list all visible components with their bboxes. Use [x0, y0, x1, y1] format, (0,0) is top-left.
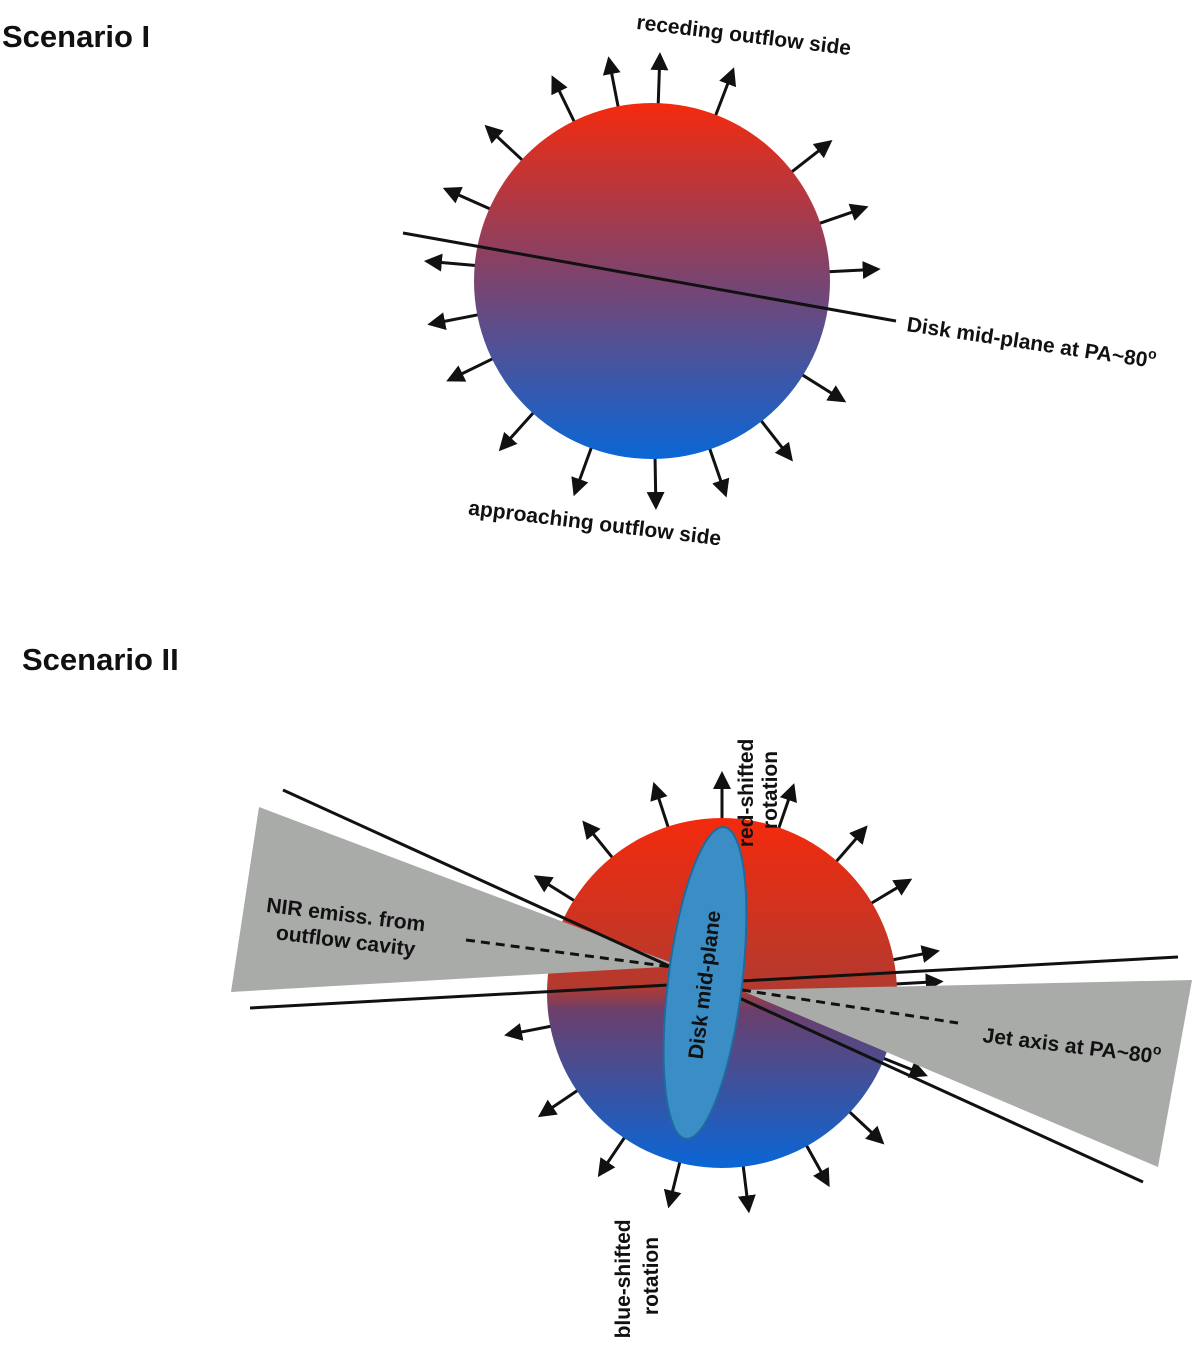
- scenario-2-outflow-arrow: [504, 1023, 555, 1041]
- scenario-1-degree-symbol: o: [1147, 345, 1158, 362]
- scenario-1-outflow-arrow: [712, 67, 737, 120]
- scenario-2-outflow-arrow: [533, 875, 578, 904]
- scenario-1-outflow-arrow: [602, 56, 621, 111]
- scenario-1-outflow-arrow: [650, 52, 669, 108]
- scenario-2-outflow-arrow: [889, 945, 940, 963]
- red-rotation-line-1: red-shifted: [735, 739, 758, 848]
- scenario-2-outflow-arrow: [867, 878, 913, 907]
- nir-outflow-cavity-cone: [231, 807, 680, 992]
- scenario-1-outflow-arrow: [825, 260, 881, 279]
- scenario-1-outflow-arrow: [442, 186, 494, 212]
- scenario-2-outflow-arrow: [663, 1158, 683, 1209]
- scenario-2-outflow-arrow: [537, 1087, 582, 1118]
- scenario-1-outflow-arrows: [423, 52, 881, 510]
- jet-axis-dashed-west: [465, 938, 673, 969]
- blue-rotation-line-1: blue-shifted: [612, 1219, 635, 1338]
- scenario-2-title: Scenario II: [22, 642, 179, 677]
- scenario-1-outflow-arrow: [798, 371, 847, 403]
- blue-rotation-label: blue-shifted rotation: [612, 1214, 663, 1339]
- scenario-2-outflow-arrow: [833, 825, 868, 865]
- scenario-1-outflow-arrow: [757, 417, 793, 462]
- scenario-1-outflow-arrow: [707, 445, 730, 498]
- jet-outflow-cone: [740, 980, 1192, 1167]
- scenario-1-outflow-arrow: [551, 75, 578, 126]
- scenario-2-outflow-arrow: [803, 1141, 830, 1188]
- scenario-1-outflow-arrow: [646, 454, 665, 510]
- red-rotation-line-2: rotation: [759, 751, 782, 829]
- scenario-1-disk-label: Disk mid-plane at PA~80o: [905, 309, 1158, 373]
- scenario-2-outflow-arrow: [776, 783, 797, 832]
- jet-axis-degree-symbol: o: [1152, 1041, 1162, 1058]
- scenario-1-outflow-arrow: [427, 312, 482, 331]
- scenario-1-disk-midplane-line: [402, 231, 897, 323]
- scenario-2-outflow-arrow: [846, 1108, 885, 1145]
- scenario-1-outflow-arrow: [446, 355, 497, 382]
- scenario-1-outflow-sphere: [474, 103, 830, 459]
- scenario-2-outflow-arrow: [737, 1162, 756, 1214]
- scenario-1-outflow-arrow: [423, 253, 479, 272]
- scenario-1-disk-label-text: Disk mid-plane at PA~80: [905, 313, 1149, 372]
- red-rotation-label: red-shifted rotation: [735, 733, 782, 847]
- scenario-2-outflow-arrow: [650, 781, 671, 831]
- scenario-1-outflow-arrow: [484, 124, 526, 164]
- disk-midplane-ellipse: [662, 826, 748, 1140]
- scenario-2-outflow-arrow: [597, 1133, 628, 1178]
- receding-outflow-label: receding outflow side: [635, 11, 852, 60]
- scenario-2-outflow-arrow: [879, 1055, 928, 1078]
- scenario-2-outflow-arrow: [582, 820, 616, 862]
- jet-axis-dashed-east: [741, 988, 959, 1025]
- approaching-outflow-label: approaching outflow side: [467, 497, 722, 551]
- scenario-1-outflow-arrow: [788, 140, 833, 176]
- scenario-2-outflow-arrow: [892, 973, 944, 992]
- scenario-1-outflow-arrow: [816, 203, 869, 226]
- scenario-1-outflow-arrow: [498, 409, 537, 452]
- blue-rotation-line-2: rotation: [640, 1237, 663, 1315]
- scenario-1-outflow-arrow: [571, 443, 594, 497]
- scenario-1-title: Scenario I: [2, 19, 150, 54]
